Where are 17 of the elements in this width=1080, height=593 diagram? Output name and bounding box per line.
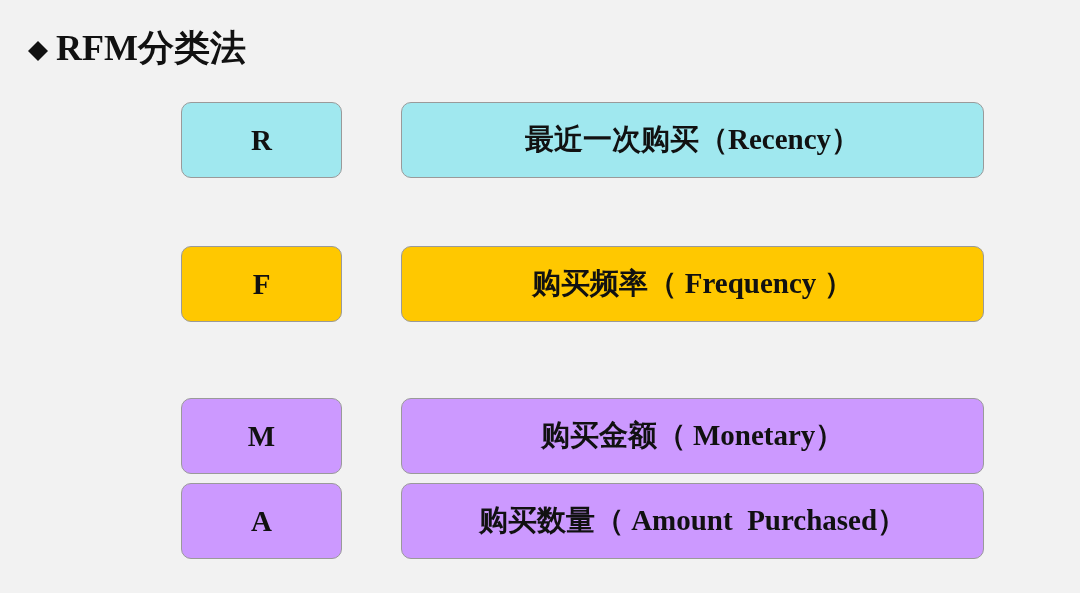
description-box [401, 246, 984, 322]
description-box [401, 398, 984, 474]
letter-box [181, 398, 342, 474]
title: RFM分类法 [56, 27, 246, 70]
description-box [401, 102, 984, 178]
letter-box [181, 102, 342, 178]
letter-label: F [252, 267, 271, 301]
description-label: 购买金额（ Monetary） [540, 418, 845, 453]
letter-label: M [247, 419, 276, 453]
letter-box [181, 246, 342, 322]
description-label: 最近一次购买（Recency） [524, 122, 861, 157]
letter-label: R [251, 123, 272, 157]
letter-box [181, 483, 342, 559]
description-label: 购买数量（ Amount Purchased） [478, 503, 907, 538]
letter-label: A [251, 504, 272, 538]
description-box [401, 483, 984, 559]
description-label: 购买频率（ Frequency ） [532, 266, 853, 301]
